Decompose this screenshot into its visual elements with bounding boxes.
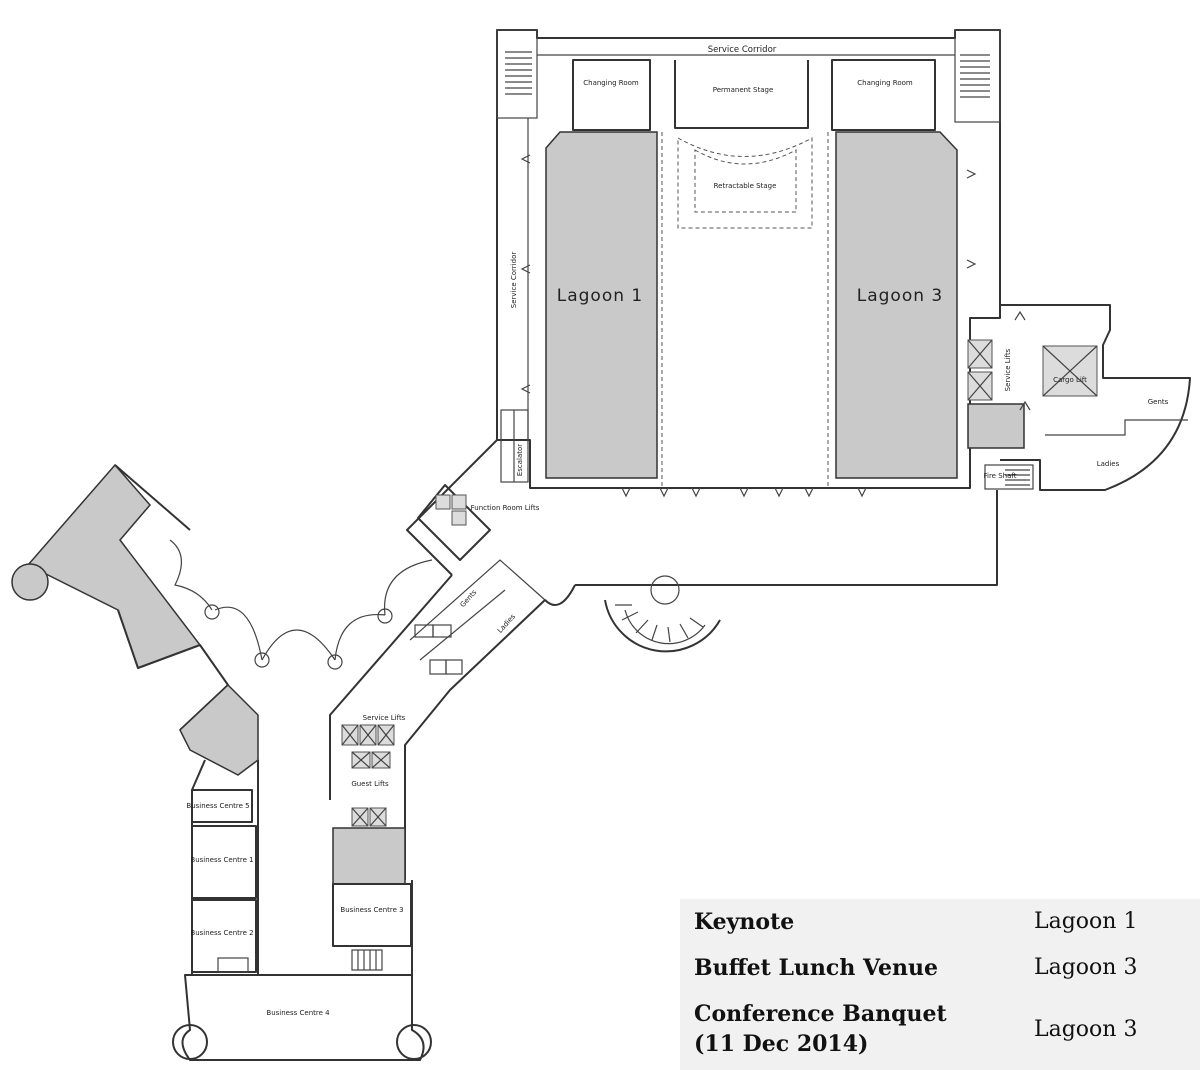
label-business-centre-5: Business Centre 5 [186,802,249,810]
label-escalator: Escalator [516,444,524,476]
label-ladies-center: Ladies [496,612,517,634]
stairs-top-left [505,51,532,95]
label-business-centre-3: Business Centre 3 [340,906,403,914]
schedule-event: Buffet Lunch Venue [694,955,939,981]
right-annex [575,304,1191,586]
schedule-venue: Lagoon 3 [1034,1017,1138,1042]
schedule-row-banquet: Conference Banquet (11 Dec 2014) Lagoon … [694,999,1194,1063]
label-service-lifts-center: Service Lifts [363,714,406,722]
door-marks [520,154,1031,498]
schedule-venue: Lagoon 3 [1034,955,1138,980]
label-changing-room-right: Changing Room [857,79,913,87]
label-service-lifts-right: Service Lifts [1004,348,1012,391]
label-service-corridor-top: Service Corridor [708,45,777,55]
label-guest-lifts: Guest Lifts [351,780,389,788]
label-function-room-lifts: Function Room Lifts [471,504,540,512]
label-changing-room-left: Changing Room [583,79,639,87]
stairs-top-right [960,54,990,98]
left-wing [11,463,433,776]
label-ladies-right: Ladies [1097,460,1120,468]
label-business-centre-1: Business Centre 1 [190,856,253,864]
schedule-table: Keynote Lagoon 1 Buffet Lunch Venue Lago… [680,899,1200,1070]
schedule-row-buffet: Buffet Lunch Venue Lagoon 3 [694,953,1194,985]
label-permanent-stage: Permanent Stage [713,86,774,94]
label-lagoon-3: Lagoon 3 [857,286,943,306]
label-cargo-lift: Cargo Lift [1053,376,1087,384]
schedule-event: Keynote [694,909,795,935]
schedule-venue: Lagoon 1 [1034,909,1138,934]
schedule-event-line2: (11 Dec 2014) [694,1031,869,1057]
label-lagoon-1: Lagoon 1 [557,286,643,306]
central-wing [329,439,576,971]
lagoon-3-room[interactable] [835,131,958,479]
label-gents-center: Gents [459,588,479,609]
label-retractable-stage: Retractable Stage [714,182,777,190]
label-gents-right: Gents [1148,398,1169,406]
schedule-row-keynote: Keynote Lagoon 1 [694,907,1194,939]
label-business-centre-2: Business Centre 2 [190,929,253,937]
label-service-corridor-left: Service Corridor [510,252,518,309]
label-fire-shaft: Fire Shaft [984,472,1017,480]
schedule-event-line1: Conference Banquet [694,1001,947,1027]
spiral-staircase [604,575,721,653]
label-business-centre-4: Business Centre 4 [266,1009,330,1017]
ballroom-block [496,29,1034,490]
business-centres [172,759,432,1061]
lagoon-1-room[interactable] [545,131,658,479]
